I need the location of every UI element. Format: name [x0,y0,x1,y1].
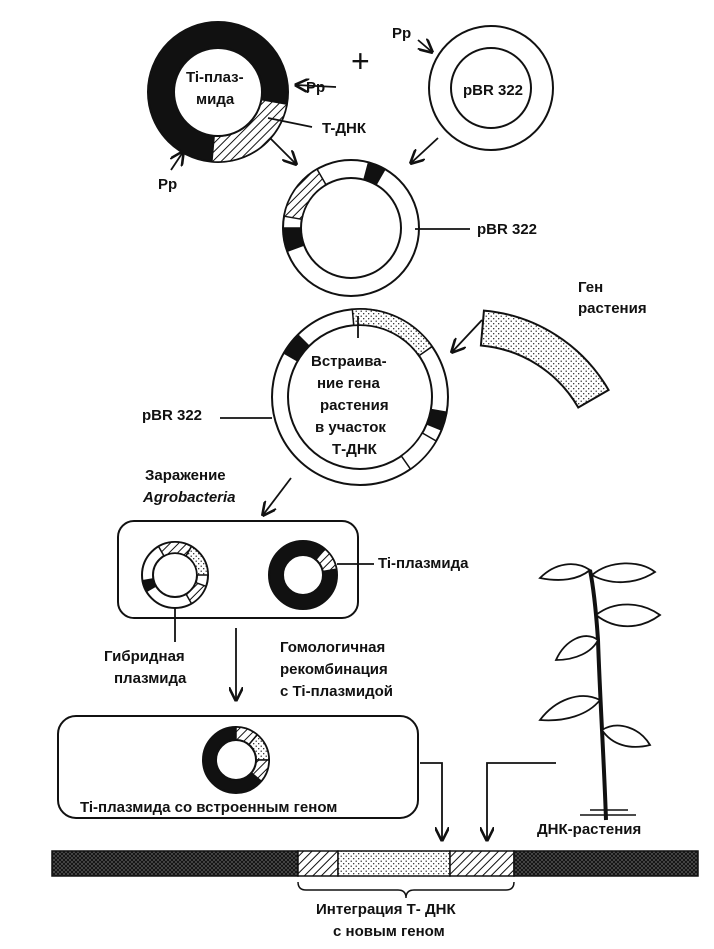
diagram-graphics [51,21,699,899]
hybrid-hatch-segment [283,168,328,221]
integration-label-1: Интеграция Т- ДНК [316,901,456,918]
pp-ti-right-arrow [296,85,337,87]
arrow-ti-to-hybrid [269,137,296,164]
plant-leaf-6 [600,724,652,748]
pbr-label-insert: pBR 322 [142,407,202,424]
pbr-label-top: pBR 322 [463,82,523,99]
integration-brace [297,881,515,899]
recombinant-black-2 [282,333,311,363]
hybrid-plasmid-label-2: плазмида [114,670,187,687]
plant-leaf-1 [538,563,592,581]
recombinant-gene-segment [351,308,434,357]
insertion-label-3: растения [320,397,389,414]
homologous-label-1: Гомологичная [280,639,385,656]
bact-hybrid-dots [184,545,209,576]
integration-label-2: с новым геном [333,923,445,940]
arrow-pbr-to-hybrid [411,137,439,163]
infection-label-2: Agrobacteria [142,489,236,506]
plant-dna-label: ДНК-растения [537,821,641,838]
chromosome-gene [337,850,451,877]
hybrid-black-segment-2 [282,227,305,253]
recombinant-white-seg [400,431,438,471]
pbr-label-hybrid: pBR 322 [477,221,537,238]
recombinant-black-1 [425,408,448,431]
chromosome-left [51,850,299,877]
plant-gene-label-1: Ген [578,279,603,296]
arrow-gene-to-plasmid [452,319,483,352]
ti-plasmid-label-1: Ti-плаз- [186,69,244,86]
ti-plasmid-inner-fill [173,47,263,137]
insertion-label-5: Т-ДНК [332,441,378,458]
arrow-result-to-chromosome [420,762,442,840]
ti-plasmid-bact-label: Ti-плазмида [378,555,469,572]
pp-label-ti-bottom: Pp [158,176,177,193]
pp-top-arrow [417,40,432,52]
bact-hybrid-hatch-2 [184,581,207,605]
ti-plasmid-label-2: мида [196,91,235,108]
bact-hybrid-black [141,577,157,593]
hybrid-plasmid-label-1: Гибридная [104,648,185,665]
pp-label-top: Pp [392,25,411,42]
arrow-infection [263,477,292,515]
insertion-label-1: Встраива- [311,353,387,370]
plant-ground [580,809,636,816]
bact-ti-inner [282,554,324,596]
plant-stem [588,569,608,821]
plus-sign: + [351,43,370,79]
arrow-plant-to-chromosome [487,762,556,840]
plant-leaf-4 [554,635,600,661]
pp-ti-bottom-arrow [171,152,183,171]
t-dna-pointer [267,117,313,128]
plant-leaf-5 [538,695,602,722]
t-dna-label: T-ДНК [322,120,367,137]
chromosome-right [513,850,699,877]
plant-gene-label-2: растения [578,300,647,317]
hybrid-black-segment-1 [363,161,387,186]
insertion-label-2: ние гена [317,375,380,392]
plant-leaf-3 [594,603,662,628]
plant-gene-arc [479,309,610,409]
infection-label-1: Заражение [145,467,226,484]
chromosome-tdna-right [449,850,515,877]
plant-leaf-2 [590,562,657,584]
insertion-label-4: в участок [315,419,386,436]
ti-with-gene-label: Ti-плазмида со встроенным геном [80,799,337,816]
pbr322-top-inner [450,47,532,129]
result-ti-inner [215,739,257,781]
homologous-label-3: с Ti-плазмидой [280,683,393,700]
homologous-label-2: рекомбинация [280,661,388,678]
pp-label-ti-right: Pp [306,79,325,96]
chromosome-tdna-left [297,850,339,877]
